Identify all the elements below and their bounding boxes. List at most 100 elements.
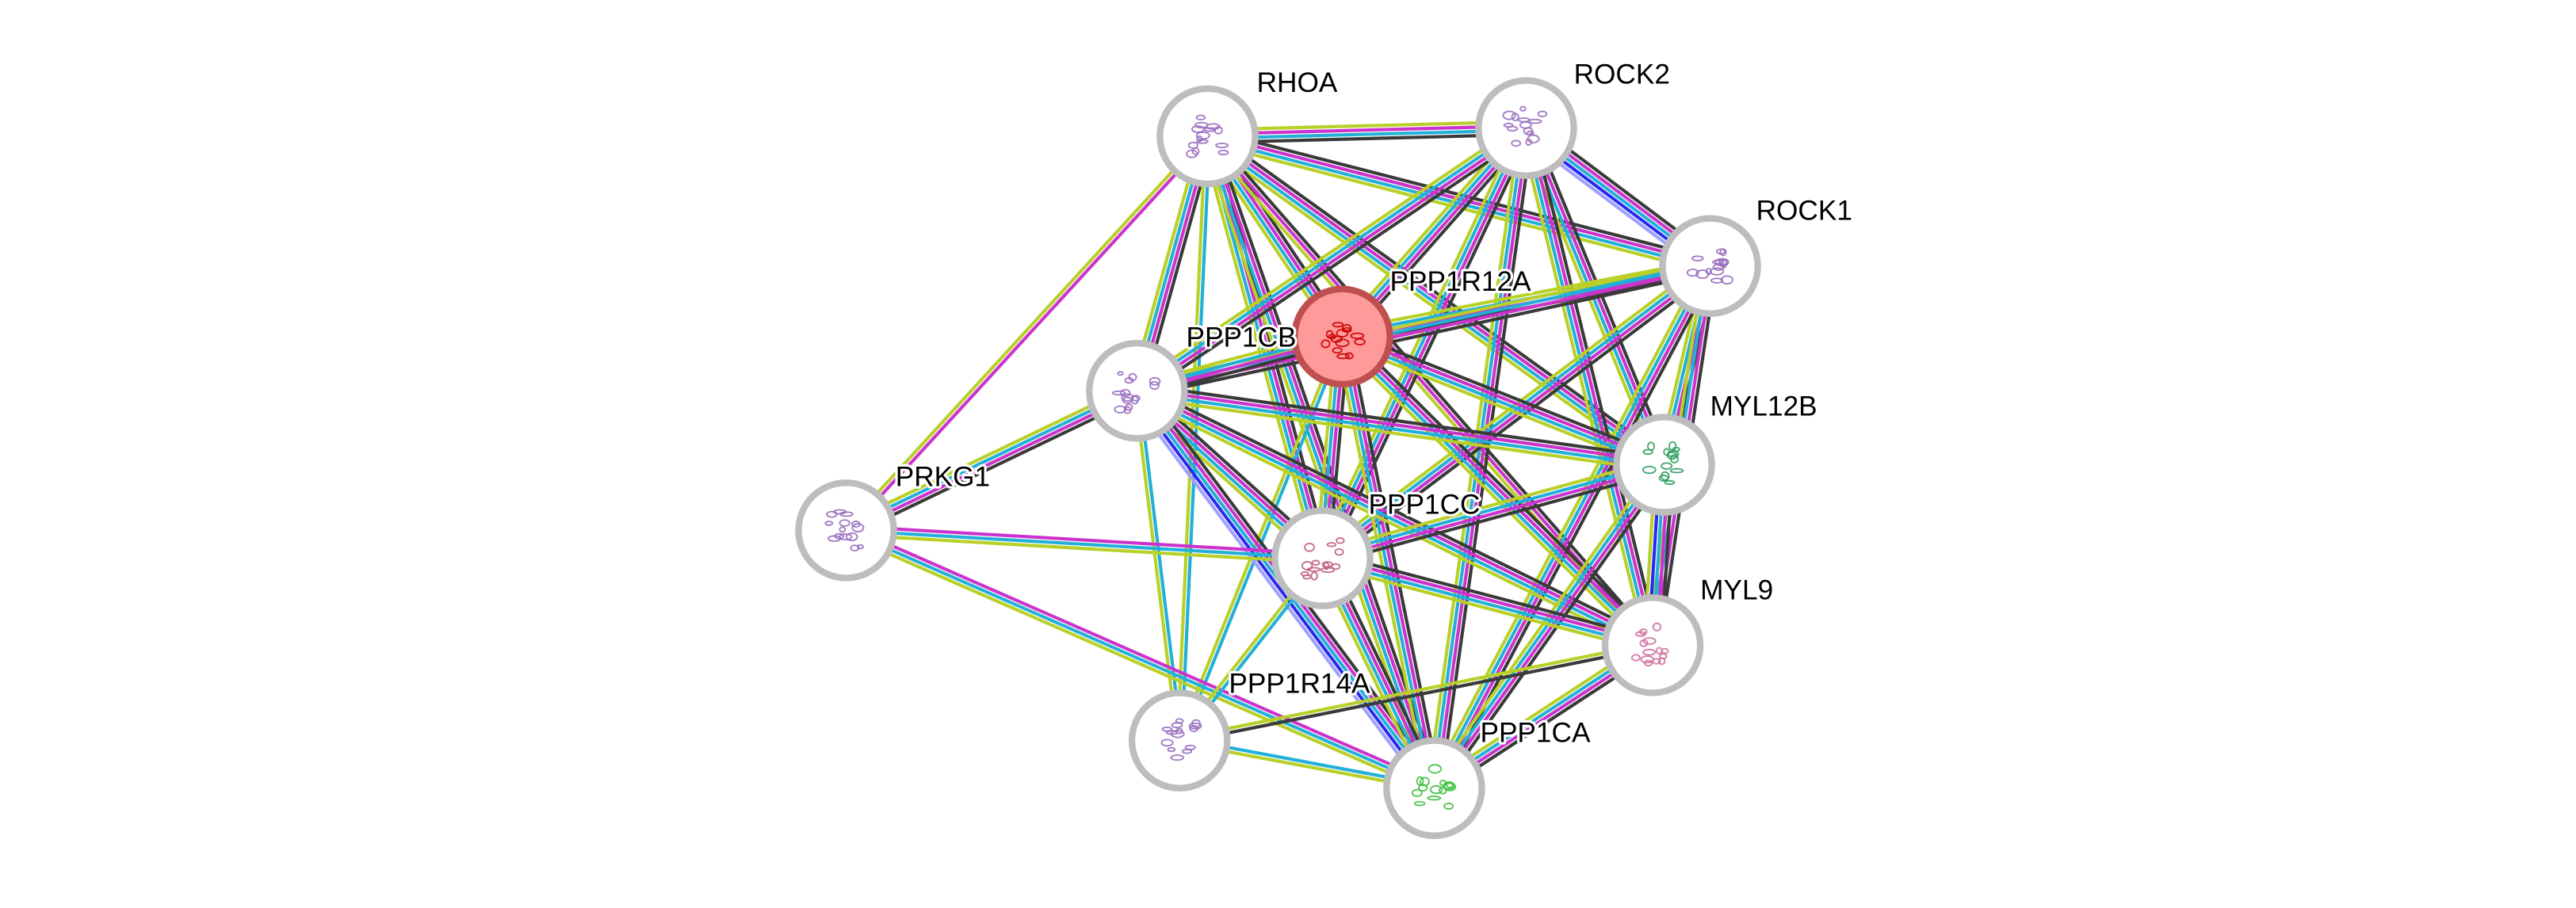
evidence-line <box>1209 132 1657 644</box>
evidence-line <box>1203 136 1434 790</box>
evidence-line <box>1518 129 1649 647</box>
evidence-line <box>846 524 1323 556</box>
evidence-line <box>1179 337 1346 742</box>
evidence-line <box>1347 334 1443 788</box>
evidence-line <box>1137 128 1529 395</box>
evidence-line <box>1527 127 1657 646</box>
evidence-line <box>1324 550 1655 641</box>
edge-rock2-ppp1cb[interactable] <box>1132 121 1531 398</box>
node-ppp1cc[interactable] <box>1271 507 1374 609</box>
node-rock2[interactable] <box>1475 77 1577 179</box>
protein-structure-icon <box>1412 764 1457 811</box>
node-rhoa[interactable] <box>1156 85 1259 188</box>
evidence-line <box>1132 392 1432 792</box>
evidence-line <box>846 391 1139 534</box>
evidence-line <box>1342 333 1666 464</box>
evidence-line <box>1179 136 1212 741</box>
node-prkg1[interactable] <box>795 479 897 582</box>
evidence-line <box>846 528 1323 560</box>
node-ppp1r12a[interactable] <box>1291 285 1393 388</box>
edge-myl12b-ppp1cc[interactable] <box>1320 456 1667 567</box>
evidence-line <box>1321 559 1653 650</box>
evidence-line <box>1439 128 1535 790</box>
node-label-myl12b: MYL12B <box>1710 391 1817 422</box>
evidence-line <box>1133 391 1179 742</box>
evidence-line <box>1202 139 1662 471</box>
evidence-line <box>1137 270 1712 399</box>
edge-ppp1cb-prkg1[interactable] <box>843 383 1141 538</box>
evidence-line <box>1179 646 1653 745</box>
evidence-line <box>1137 383 1665 460</box>
evidence-line <box>843 383 1135 526</box>
evidence-line <box>1324 469 1667 567</box>
evidence-line <box>1326 130 1534 562</box>
evidence-line <box>1323 128 1530 560</box>
edge-rhoa-rock2[interactable] <box>1207 120 1527 145</box>
edge-rock2-ppp1cc[interactable] <box>1315 124 1534 562</box>
protein-structure-icon <box>1686 248 1733 285</box>
evidence-line <box>1129 395 1429 795</box>
protein-structure-icon <box>1160 718 1202 761</box>
evidence-line <box>1321 460 1664 558</box>
evidence-line <box>1434 464 1668 791</box>
evidence-line <box>1139 132 1531 398</box>
evidence-line <box>843 133 1207 530</box>
node-myl9[interactable] <box>1601 594 1704 696</box>
evidence-line <box>848 395 1141 538</box>
edge-myl9-ppp1r14a[interactable] <box>1179 641 1653 745</box>
evidence-line <box>847 136 1210 533</box>
evidence-line <box>1135 395 1664 473</box>
protein-structure-icon <box>1300 536 1345 581</box>
node-ppp1r14a[interactable] <box>1128 689 1231 792</box>
evidence-line <box>1207 132 1527 145</box>
evidence-line <box>1322 465 1665 563</box>
node-label-prkg1: PRKG1 <box>896 461 990 492</box>
evidence-line <box>1338 336 1434 789</box>
edge-ppp1r12a-myl9[interactable] <box>1336 330 1659 651</box>
node-ppp1ca[interactable] <box>1383 737 1485 839</box>
node-ppp1cb[interactable] <box>1086 339 1188 442</box>
evidence-line <box>1438 467 1671 793</box>
edge-ppp1cb-ppp1r14a[interactable] <box>1133 390 1183 742</box>
node-label-ppp1r12a: PPP1R12A <box>1389 266 1531 297</box>
protein-structure-icon <box>1186 114 1229 158</box>
evidence-line <box>1134 124 1527 391</box>
protein-structure-icon <box>824 509 865 551</box>
protein-structure-icon <box>1320 322 1366 360</box>
edge-myl12b-ppp1ca[interactable] <box>1428 460 1671 793</box>
edge-ppp1cb-myl12b[interactable] <box>1135 383 1665 473</box>
edge-prkg1-ppp1ca[interactable] <box>843 525 1437 794</box>
evidence-line <box>1179 641 1653 741</box>
evidence-line <box>1205 136 1664 468</box>
evidence-line <box>1435 128 1531 789</box>
edge-prkg1-ppp1cc[interactable] <box>846 524 1323 565</box>
edge-rhoa-prkg1[interactable] <box>843 133 1210 533</box>
node-myl12b[interactable] <box>1613 414 1715 516</box>
protein-structure-icon <box>1630 622 1669 667</box>
evidence-line <box>843 532 1434 794</box>
protein-structure-icon <box>1642 441 1684 486</box>
node-label-rock2: ROCK2 <box>1574 59 1670 90</box>
node-label-myl9: MYL9 <box>1700 574 1773 605</box>
nodes-layer <box>795 77 1761 839</box>
evidence-line <box>844 387 1137 530</box>
evidence-line <box>1139 383 1657 642</box>
evidence-line <box>1132 121 1524 387</box>
edge-ppp1cc-myl9[interactable] <box>1320 550 1655 654</box>
protein-structure-icon <box>1502 105 1548 147</box>
evidence-line <box>1212 133 1443 787</box>
evidence-line <box>1431 264 1710 788</box>
evidence-line <box>1315 124 1523 557</box>
evidence-line <box>1343 329 1668 460</box>
edge-rock2-myl9[interactable] <box>1518 126 1661 647</box>
evidence-line <box>1320 456 1663 554</box>
evidence-line <box>1136 391 1664 469</box>
protein-structure-icon <box>1111 371 1161 414</box>
evidence-line <box>845 528 1435 790</box>
evidence-line <box>1207 128 1527 140</box>
node-rock1[interactable] <box>1659 215 1761 317</box>
evidence-line <box>1522 128 1653 647</box>
evidence-line <box>1427 261 1707 786</box>
node-label-ppp1cc: PPP1CC <box>1369 490 1481 521</box>
